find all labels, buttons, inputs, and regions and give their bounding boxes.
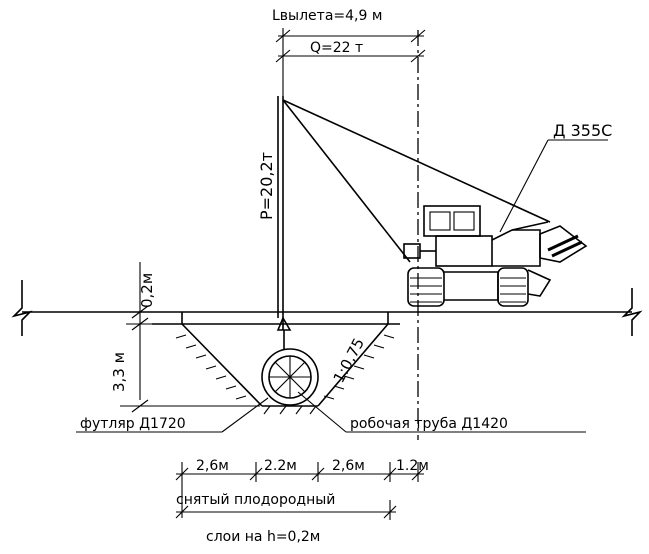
- ground-line: [11, 280, 643, 336]
- dimension-bottom: [175, 462, 425, 520]
- dimension-left: [120, 262, 260, 413]
- caption-line-1: снятый плодородный: [176, 492, 335, 508]
- pipe-in-casing: [261, 348, 319, 406]
- trench: [152, 312, 400, 415]
- label-dim-2: 2.2м: [264, 458, 297, 474]
- pipelayer-machine: [403, 205, 588, 307]
- label-casing: футляр Д1720: [80, 416, 186, 432]
- caption-line-2: слои на h=0,2м: [206, 529, 320, 545]
- label-load: Q=22 т: [310, 40, 363, 56]
- label-cable-force: P=20,2т: [257, 152, 276, 220]
- dimension-top: [275, 28, 426, 96]
- label-working-pipe: робочая труба Д1420: [350, 416, 508, 432]
- label-dim-1: 2,6м: [196, 458, 229, 474]
- label-trench-depth: 3,3 м: [110, 352, 128, 392]
- label-slope: 1:0,75: [330, 335, 368, 386]
- label-topsoil-depth: 0,2м: [138, 273, 156, 308]
- crane-boom: [276, 96, 551, 349]
- label-boom-reach: Lвылета=4,9 м: [272, 8, 382, 24]
- label-machine: Д 355С: [553, 121, 612, 140]
- label-dim-4: 1.2м: [396, 458, 429, 474]
- label-dim-3: 2,6м: [332, 458, 365, 474]
